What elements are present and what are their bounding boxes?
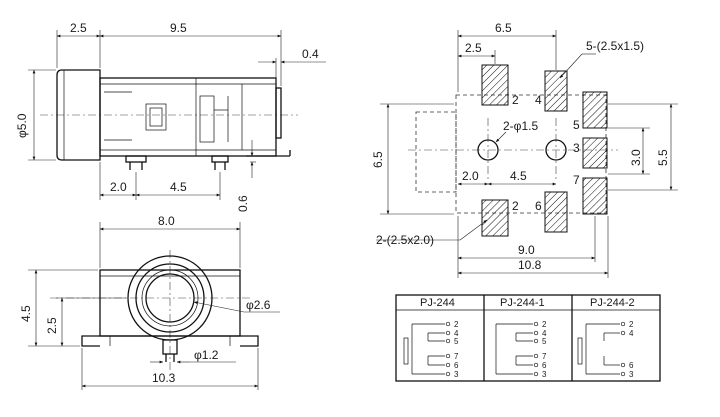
- schematic-table: PJ-244 PJ-244-1 PJ-244-2 2 4 5 7 6: [395, 294, 661, 382]
- schematic-2-pin-d: 7: [542, 352, 547, 361]
- schematic-cell-3: 2 4 6 3: [577, 320, 634, 379]
- fp-dim-bottom-inner: 9.0: [518, 243, 535, 257]
- pad-label-3: 3: [573, 141, 580, 155]
- front-dim-top: 8.0: [158, 214, 175, 228]
- schematic-3-pin-a: 2: [629, 320, 634, 329]
- side-dim-b3: 0.6: [236, 195, 250, 212]
- side-dim-b2: 4.5: [170, 180, 187, 194]
- pad-label-7: 7: [573, 173, 580, 187]
- fp-dim-right-outer: 5.5: [656, 149, 670, 166]
- schematic-3-pin-c: 6: [629, 361, 634, 370]
- fp-dim-left: 6.5: [371, 151, 385, 168]
- fp-dim-mid-a: 2.0: [462, 169, 479, 183]
- side-dim-b1: 2.0: [110, 180, 127, 194]
- schematic-2-pin-f: 3: [542, 370, 547, 379]
- schematic-3-pin-b: 4: [629, 329, 634, 338]
- schematic-header-pj-244-2: PJ-244-2: [590, 297, 635, 309]
- pad-label-4: 4: [535, 93, 542, 107]
- side-dim-top-total: 9.5: [170, 21, 187, 35]
- schematic-2-pin-c: 5: [542, 337, 547, 346]
- fp-dim-bottom-outer: 10.8: [518, 258, 542, 272]
- schematic-1-pin-a: 2: [454, 320, 459, 329]
- side-dim-diameter: φ5.0: [15, 113, 29, 138]
- fp-dim-top-outer: 6.5: [495, 21, 512, 35]
- side-dim-top-left: 2.5: [70, 21, 87, 35]
- fp-dim-pad-small: 2-(2.5x2.0): [376, 233, 434, 247]
- schematic-1-pin-d: 7: [454, 352, 459, 361]
- schematic-header-pj-244: PJ-244: [420, 297, 455, 309]
- fp-dim-pad-big: 5-(2.5x1.5): [586, 39, 644, 53]
- fp-dim-top-inner: 2.5: [465, 41, 482, 55]
- schematic-2-pin-b: 4: [542, 329, 547, 338]
- schematic-1-pin-f: 3: [454, 370, 459, 379]
- schematic-cell-1: 2 4 5 7 6 3: [403, 320, 459, 379]
- schematic-1-pin-b: 4: [454, 329, 459, 338]
- pad-label-2-top: 2: [512, 93, 519, 107]
- pad-label-6: 6: [535, 199, 542, 213]
- schematic-header-pj-244-1: PJ-244-1: [500, 297, 545, 309]
- front-dim-left-inner: 2.5: [45, 317, 59, 334]
- schematic-1-pin-e: 6: [454, 361, 459, 370]
- front-dim-bottom: 10.3: [152, 371, 176, 385]
- pad-label-2-bottom: 2: [512, 199, 519, 213]
- front-dim-left-outer: 4.5: [19, 305, 33, 322]
- schematic-3-pin-d: 3: [629, 370, 634, 379]
- schematic-cell-2: 2 4 5 7 6 3: [495, 320, 547, 379]
- pcb-footprint: 2 4 5 3 7 2 6 6.5 2.5 5-(2.5x1.5) 2-φ1.5…: [371, 21, 678, 278]
- front-view: 8.0 4.5 2.5 φ2.6 φ1.2 10.3: [19, 214, 280, 390]
- schematic-2-pin-e: 6: [542, 361, 547, 370]
- side-view: 2.5 9.5 0.4 φ5.0 2.0 4.5 0.6: [15, 21, 326, 212]
- schematic-1-pin-c: 5: [454, 337, 459, 346]
- fp-dim-mid-b: 4.5: [510, 169, 527, 183]
- side-dim-pin: 0.4: [302, 47, 319, 61]
- schematic-2-pin-a: 2: [542, 320, 547, 329]
- pad-label-5: 5: [573, 118, 580, 132]
- front-dim-pin: φ1.2: [194, 348, 219, 362]
- front-dim-bore: φ2.6: [246, 298, 271, 312]
- fp-dim-hole: 2-φ1.5: [503, 119, 538, 133]
- fp-dim-right-inner: 3.0: [629, 149, 643, 166]
